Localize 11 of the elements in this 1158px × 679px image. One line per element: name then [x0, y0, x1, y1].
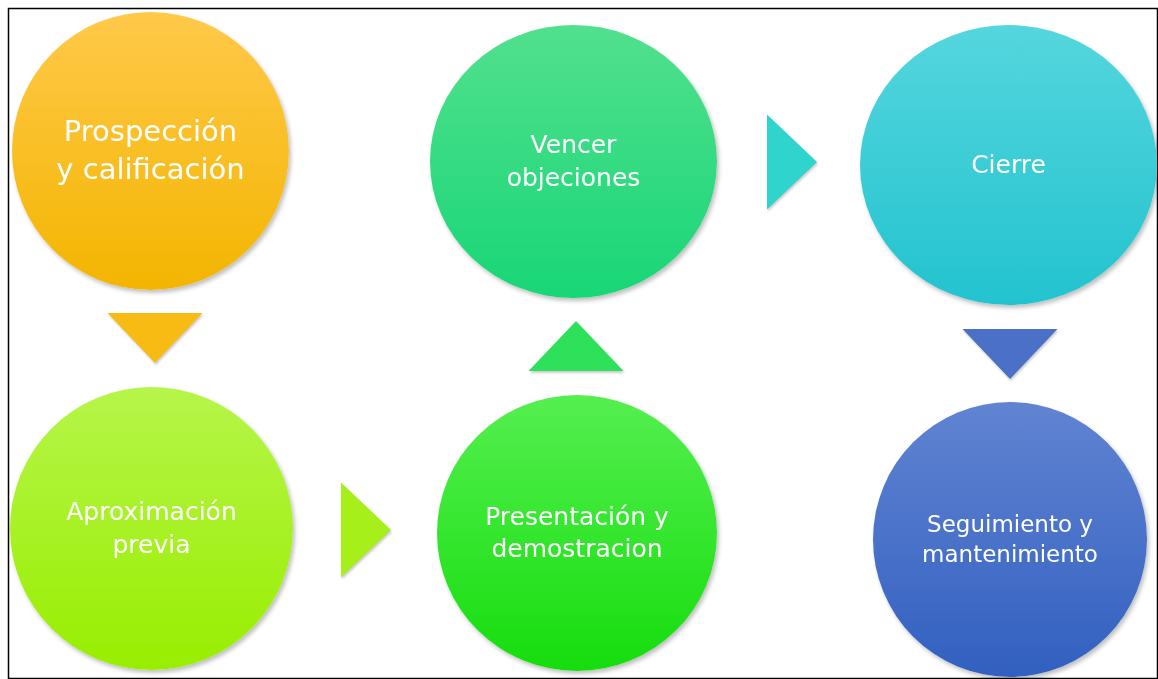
- chevron-arrow: [767, 114, 817, 210]
- chevron-arrow: [341, 482, 391, 578]
- chevron-arrow: [107, 313, 203, 363]
- chevron-arrow: [962, 329, 1058, 379]
- step-label: Aproximación previa: [65, 496, 238, 561]
- chevron-arrow: [528, 321, 624, 371]
- step-label: Prospección y calificación: [55, 113, 246, 188]
- step-label: Vencer objeciones: [505, 129, 642, 194]
- step-label: Seguimiento y mantenimiento: [921, 509, 1099, 569]
- step-label: Cierre: [971, 148, 1046, 181]
- step-label: Presentación y demostracion: [484, 500, 670, 565]
